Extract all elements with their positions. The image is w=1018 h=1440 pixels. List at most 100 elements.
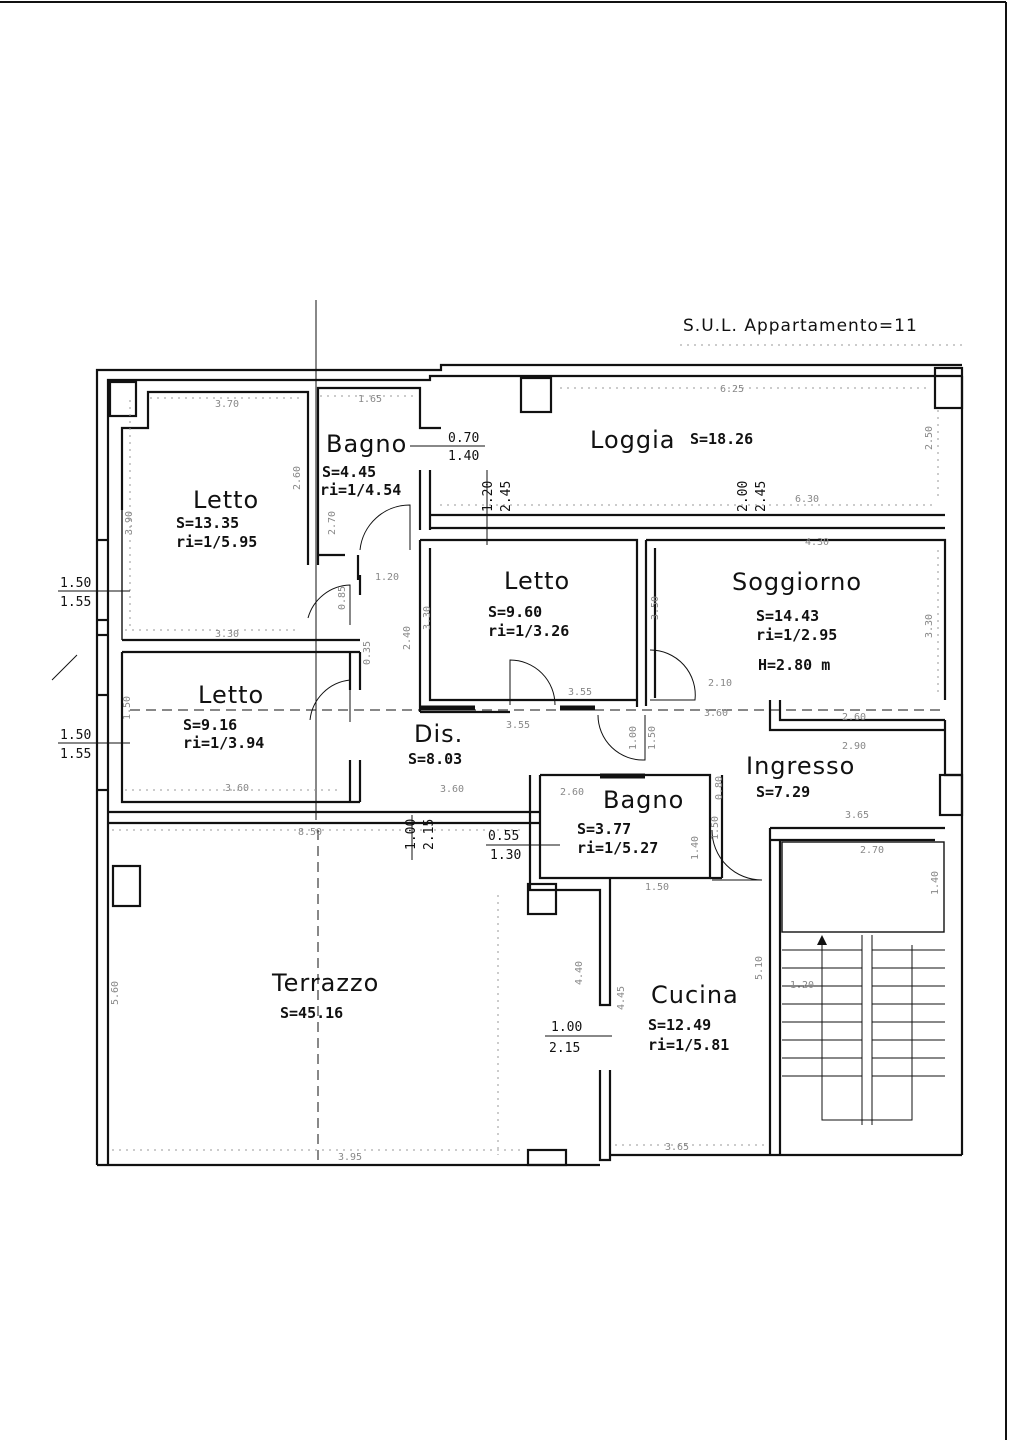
svg-text:Letto: Letto — [504, 567, 570, 595]
room-disimpegno: Dis. S=8.03 — [408, 720, 463, 768]
svg-text:2.70: 2.70 — [860, 845, 884, 856]
opening-dis-vertical: 1.00 2.15 — [404, 815, 437, 860]
svg-text:2.10: 2.10 — [708, 678, 732, 689]
svg-text:4.30: 4.30 — [805, 537, 829, 548]
svg-text:2.60: 2.60 — [842, 712, 866, 723]
staircase — [781, 841, 945, 1125]
opening-bagno2: 0.55 1.30 — [486, 829, 560, 863]
room-letto-2: Letto S=9.60 ri=1/3.26 — [488, 567, 570, 640]
svg-text:1.00: 1.00 — [404, 819, 419, 850]
svg-text:Bagno: Bagno — [603, 786, 684, 814]
svg-text:3.60: 3.60 — [440, 784, 464, 795]
room-bagno-2: Bagno S=3.77 ri=1/5.27 — [577, 786, 684, 857]
svg-text:ri=1/4.54: ri=1/4.54 — [320, 481, 401, 499]
svg-text:0.55: 0.55 — [488, 829, 519, 844]
svg-text:2.60: 2.60 — [560, 787, 584, 798]
room-letto-3: Letto S=9.16 ri=1/3.94 — [183, 681, 264, 752]
svg-text:2.15: 2.15 — [549, 1041, 580, 1056]
interior-walls — [97, 366, 964, 1167]
svg-text:Letto: Letto — [198, 681, 264, 709]
svg-text:1.00: 1.00 — [551, 1020, 582, 1035]
svg-text:2.40: 2.40 — [402, 626, 413, 650]
svg-text:1.55: 1.55 — [60, 595, 91, 610]
svg-text:S=9.60: S=9.60 — [488, 603, 542, 621]
svg-text:5.60: 5.60 — [110, 981, 121, 1005]
door-headers — [420, 705, 645, 779]
opening-soggiorno-vertical: 2.00 2.45 — [736, 481, 769, 512]
svg-text:1.30: 1.30 — [490, 848, 521, 863]
svg-text:S=8.03: S=8.03 — [408, 750, 462, 768]
svg-text:1.40: 1.40 — [448, 449, 479, 464]
svg-text:2.45: 2.45 — [754, 481, 769, 512]
room-letto-1: Letto S=13.35 ri=1/5.95 — [176, 486, 259, 551]
svg-text:2.45: 2.45 — [499, 481, 514, 512]
svg-text:S=9.16: S=9.16 — [183, 716, 237, 734]
svg-text:3.30: 3.30 — [215, 629, 239, 640]
svg-text:Soggiorno: Soggiorno — [732, 568, 862, 596]
dotted-guides — [112, 387, 939, 1155]
svg-text:S=7.29: S=7.29 — [756, 783, 810, 801]
room-loggia: Loggia S=18.26 — [590, 426, 753, 454]
opening-left-2: 1.50 1.55 — [58, 728, 130, 762]
svg-text:1.50: 1.50 — [645, 882, 669, 893]
svg-text:2.50: 2.50 — [924, 426, 935, 450]
svg-text:3.55: 3.55 — [568, 687, 592, 698]
svg-text:S=3.77: S=3.77 — [577, 820, 631, 838]
svg-text:0.80: 0.80 — [714, 776, 725, 800]
opening-left-1: 1.50 1.55 — [58, 576, 130, 610]
svg-text:3.60: 3.60 — [225, 783, 249, 794]
svg-text:ri=1/2.95: ri=1/2.95 — [756, 626, 837, 644]
svg-text:1.20: 1.20 — [481, 481, 496, 512]
svg-text:Cucina: Cucina — [651, 981, 739, 1009]
svg-text:2.90: 2.90 — [842, 741, 866, 752]
svg-text:1.40: 1.40 — [930, 871, 941, 895]
svg-text:Dis.: Dis. — [414, 720, 463, 748]
svg-text:1.65: 1.65 — [358, 394, 382, 405]
section-lines — [51, 300, 945, 1160]
svg-text:Loggia: Loggia — [590, 426, 675, 454]
svg-text:S=12.49: S=12.49 — [648, 1016, 711, 1034]
svg-text:3.50: 3.50 — [650, 596, 661, 620]
svg-text:1.20: 1.20 — [375, 572, 399, 583]
svg-text:8.50: 8.50 — [298, 827, 322, 838]
svg-text:3.55: 3.55 — [506, 720, 530, 731]
svg-text:3.90: 3.90 — [124, 511, 135, 535]
door-swings — [307, 504, 763, 881]
svg-text:1.00: 1.00 — [628, 726, 639, 750]
svg-text:3.30: 3.30 — [422, 606, 433, 630]
outer-walls — [95, 363, 962, 1165]
svg-text:2.60: 2.60 — [292, 466, 303, 490]
svg-text:1.50: 1.50 — [60, 576, 91, 591]
svg-text:4.45: 4.45 — [616, 986, 627, 1010]
room-soggiorno: Soggiorno S=14.43 ri=1/2.95 H=2.80 m — [732, 568, 862, 674]
svg-text:3.30: 3.30 — [924, 614, 935, 638]
svg-text:2.00: 2.00 — [736, 481, 751, 512]
svg-text:1.40: 1.40 — [690, 836, 701, 860]
room-terrazzo: Terrazzo S=45.16 — [271, 969, 379, 1022]
svg-text:1.50: 1.50 — [647, 726, 658, 750]
svg-text:1.55: 1.55 — [60, 747, 91, 762]
svg-text:S=18.26: S=18.26 — [690, 430, 753, 448]
svg-text:S=4.45: S=4.45 — [322, 463, 376, 481]
svg-text:ri=1/3.26: ri=1/3.26 — [488, 622, 569, 640]
svg-text:2.15: 2.15 — [422, 819, 437, 850]
svg-text:1.50: 1.50 — [710, 816, 721, 840]
svg-text:0.35: 0.35 — [362, 641, 373, 665]
svg-text:1.50: 1.50 — [60, 728, 91, 743]
svg-text:ri=1/5.81: ri=1/5.81 — [648, 1036, 729, 1054]
svg-text:3.65: 3.65 — [665, 1142, 689, 1153]
svg-text:1.50: 1.50 — [122, 696, 133, 720]
svg-text:Letto: Letto — [193, 486, 259, 514]
svg-text:2.70: 2.70 — [327, 511, 338, 535]
header-title: S.U.L. Appartamento=11 — [683, 316, 918, 336]
svg-text:3.70: 3.70 — [215, 399, 239, 410]
svg-text:Bagno: Bagno — [326, 430, 407, 458]
svg-text:5.10: 5.10 — [754, 956, 765, 980]
opening-cucina: 1.00 2.15 — [545, 1020, 612, 1056]
room-bagno-1: Bagno S=4.45 ri=1/4.54 — [320, 430, 407, 499]
svg-text:Terrazzo: Terrazzo — [271, 969, 379, 997]
svg-text:S=14.43: S=14.43 — [756, 607, 819, 625]
svg-text:H=2.80 m: H=2.80 m — [758, 656, 830, 674]
opening-bagno1: 0.70 1.40 — [410, 431, 485, 464]
room-ingresso: Ingresso S=7.29 — [746, 752, 854, 801]
